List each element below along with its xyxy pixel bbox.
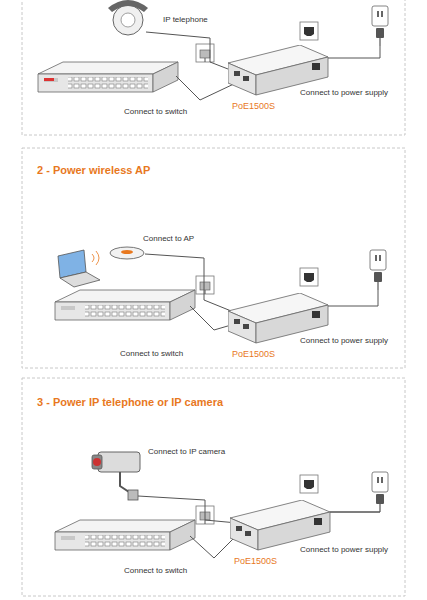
panel-title: 2 - Power wireless AP (37, 164, 150, 177)
model-name: PoE1500S (232, 101, 275, 112)
access-point (110, 247, 144, 259)
callout-label: Connect to IP camera (148, 447, 225, 457)
callout-label: IP telephone (163, 15, 208, 25)
model-name: PoE1500S (234, 556, 277, 567)
callout-label: Connect to power supply (300, 88, 388, 98)
callout-label: Connect to switch (120, 349, 183, 359)
ip-camera (92, 452, 140, 500)
poe-injector: PoE1500S (230, 500, 332, 552)
injector-shape (230, 500, 332, 552)
callout-label: Connect to switch (124, 566, 187, 576)
injector-shape (228, 45, 330, 97)
callout-label: Connect to AP (143, 234, 194, 244)
laptop (58, 250, 100, 287)
panel-title: 3 - Power IP telephone or IP camera (37, 396, 223, 409)
callout-label: Connect to switch (124, 107, 187, 117)
poe-injector: PoE1500S (228, 45, 330, 97)
callout-label: Connect to power supply (300, 545, 388, 555)
injector-shape (228, 293, 330, 345)
ip-phone (108, 0, 148, 35)
model-name: PoE1500S (232, 349, 275, 360)
poe-injector: PoE1500S (228, 293, 330, 345)
callout-label: Connect to power supply (300, 336, 388, 346)
